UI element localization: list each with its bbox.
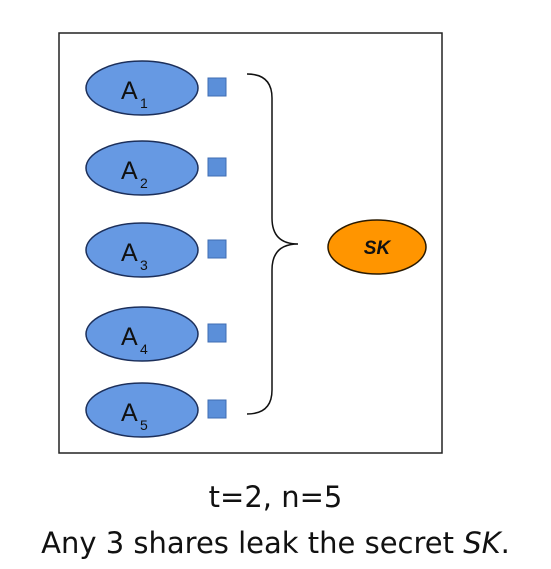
party-3: A 3 (85, 222, 227, 278)
caption-parameters: t=2, n=5 (208, 480, 343, 514)
party-5: A 5 (85, 382, 227, 438)
party-index: 1 (140, 95, 148, 111)
party-letter: A (121, 77, 138, 105)
party-ellipse (85, 222, 199, 278)
party-letter: A (121, 323, 138, 351)
share-square (207, 157, 227, 177)
caption-statement-suffix: . (500, 526, 510, 560)
secret-ellipse (327, 219, 427, 275)
party-index: 3 (140, 257, 148, 273)
party-ellipse (85, 60, 199, 116)
party-letter: A (121, 239, 138, 267)
party-ellipse (85, 382, 199, 438)
party-index: 4 (140, 341, 148, 357)
party-letter: A (121, 399, 138, 427)
secret-sharing-diagram: A 1 A 2 A 3 A 4 A 5 SK (58, 32, 443, 454)
share-square (207, 239, 227, 259)
caption-secret-symbol: SK (463, 526, 501, 560)
secret-node: SK (327, 219, 427, 275)
party-2: A 2 (85, 140, 227, 196)
caption-statement-prefix: Any 3 shares leak the secret (41, 526, 464, 560)
curly-brace (246, 73, 299, 415)
party-letter: A (121, 157, 138, 185)
party-4: A 4 (85, 306, 227, 362)
share-square (207, 399, 227, 419)
share-square (207, 323, 227, 343)
party-1: A 1 (85, 60, 227, 116)
secret-label: SK (364, 238, 392, 259)
share-square (207, 77, 227, 97)
caption-statement: Any 3 shares leak the secret SK. (0, 526, 551, 560)
party-index: 2 (140, 175, 148, 191)
party-ellipse (85, 140, 199, 196)
party-ellipse (85, 306, 199, 362)
party-index: 5 (140, 417, 148, 433)
